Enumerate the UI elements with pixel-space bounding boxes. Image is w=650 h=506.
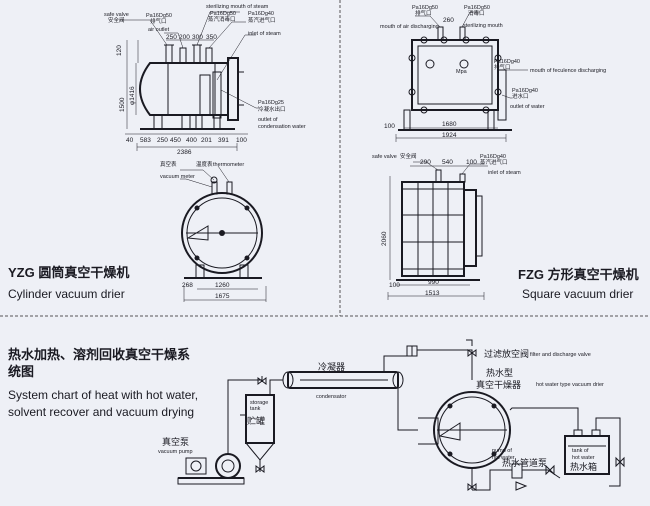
fzg-dim-1924: 1924 bbox=[442, 132, 457, 139]
yzg-dim-250b: 250 bbox=[157, 137, 168, 144]
fzg-label-pa16dg50-1: Pa16Dg50 bbox=[412, 5, 438, 11]
fzg-title-cn: FZG 方形真空干燥机 bbox=[518, 267, 639, 282]
yzg-label-inlet-steam: inlet of steam bbox=[248, 31, 281, 37]
fzg-dim-100b: 100 bbox=[466, 159, 477, 166]
fzg-dim-1680: 1680 bbox=[442, 121, 457, 128]
yzg-label-thermometer-cn: 温度表 bbox=[196, 160, 213, 168]
yzg-label-steam-sterilizing-cn: 蒸汽消毒口 bbox=[208, 15, 236, 23]
yzg-label-steam-inlet-cn: 蒸汽进气口 bbox=[248, 16, 276, 24]
fzg-label-pa16dg50-2: Pa16Dg50 bbox=[464, 5, 490, 11]
yzg-label-pa16dg50-2: Pa16Dg50 bbox=[210, 11, 236, 17]
system-label-pump-hot-water-en2: hot water bbox=[492, 455, 515, 461]
yzg-dim-583: 583 bbox=[140, 137, 151, 144]
fzg-dim-540: 540 bbox=[442, 159, 453, 166]
yzg-title-cn: YZG 圆筒真空干燥机 bbox=[8, 265, 130, 280]
yzg-label-vacuum-gauge-cn: 真空表 bbox=[160, 160, 177, 168]
fzg-label-inlet-steam: inlet of steam bbox=[488, 170, 521, 176]
fzg-dim-100: 100 bbox=[384, 123, 395, 130]
yzg-label-condensation-water: condensation water bbox=[258, 124, 306, 130]
fzg-dim-100c: 100 bbox=[389, 282, 400, 289]
fzg-label-mouth-air: mouth of air discharging bbox=[380, 24, 439, 30]
fzg-label-sterilizing-mouth: sterilizing mouth bbox=[463, 23, 503, 29]
system-schematic bbox=[177, 339, 625, 491]
yzg-dim-300: 300 bbox=[192, 34, 203, 41]
fzg-label-discharging-cn: 排气口 bbox=[494, 63, 511, 71]
system-label-storage-cn: 贮罐 bbox=[247, 415, 265, 427]
fzg-label-steam-inlet-cn: 蒸汽进气口 bbox=[480, 158, 508, 166]
fzg-label-drain-cn: 进水口 bbox=[512, 92, 529, 100]
fzg-label-safe-valve-cn: 安全阀 bbox=[400, 152, 417, 160]
yzg-dim-450: 450 bbox=[170, 137, 181, 144]
fzg-label-pa16dg40c: Pa16Dg40 bbox=[480, 154, 506, 160]
system-label-tank-hot-water-en1: tank of bbox=[572, 448, 589, 454]
yzg-dim-2386: 2386 bbox=[177, 149, 192, 156]
system-label-filter-valve-en: filter and discharge valve bbox=[530, 352, 591, 358]
fzg-label-sterilizing-cn: 消毒口 bbox=[468, 9, 485, 17]
yzg-label-vacuum-meter: vacuum meter bbox=[160, 174, 195, 180]
fzg-label-pa16dg40b: Pa16Dg40 bbox=[512, 88, 538, 94]
yzg-label-thermometer: thermometer bbox=[213, 162, 244, 168]
yzg-dim-100: 100 bbox=[236, 137, 247, 144]
yzg-label-condensate-cn: 冷凝水出口 bbox=[258, 105, 286, 113]
system-label-storage-en2: tank bbox=[250, 406, 261, 412]
system-label-condenser-cn: 冷凝器 bbox=[318, 361, 345, 373]
fzg-label-mouth-feculence: mouth of feculence discharging bbox=[530, 68, 606, 74]
system-label-pump-hot-water-en1: pump of bbox=[492, 448, 512, 454]
fzg-label-outlet-water: outlet of water bbox=[510, 104, 545, 110]
yzg-dim-268: 268 bbox=[182, 282, 193, 289]
yzg-end-view bbox=[180, 165, 267, 302]
yzg-label-outlet-of: outlet of bbox=[258, 117, 278, 123]
yzg-label-safe-valve-cn: 安全阀 bbox=[108, 16, 125, 24]
yzg-dim-350: 350 bbox=[206, 34, 217, 41]
system-label-vacuum-pump-cn: 真空泵 bbox=[162, 436, 189, 448]
fzg-dim-260: 260 bbox=[443, 17, 454, 24]
fzg-dim-1513: 1513 bbox=[425, 290, 440, 297]
yzg-dim-1500: 1500 bbox=[119, 97, 126, 112]
yzg-dim-120: 120 bbox=[116, 45, 123, 56]
system-label-storage-en1: storage bbox=[250, 400, 268, 406]
fzg-side-view bbox=[387, 161, 488, 300]
yzg-label-pa16dg25: Pa16Dg25 bbox=[258, 100, 284, 106]
fzg-label-pa16dg40: Pa16Dg40 bbox=[494, 59, 520, 65]
fzg-label-exhaust-cn: 排气口 bbox=[415, 9, 432, 17]
yzg-dim-200: 200 bbox=[179, 34, 190, 41]
fzg-label-mpa: Mpa bbox=[456, 69, 468, 75]
fzg-dim-990: 990 bbox=[428, 279, 439, 286]
yzg-side-view bbox=[120, 11, 260, 151]
system-label-vacuum-dryer-cn: 真空干燥器 bbox=[476, 379, 521, 391]
fzg-front-view bbox=[395, 11, 528, 142]
yzg-label-air-outlet: air outlet bbox=[148, 27, 170, 33]
yzg-label-pa16dg50-1: Pa16Dg50 bbox=[146, 13, 172, 19]
yzg-label-pa16dg40: Pa16Dg40 bbox=[248, 11, 274, 17]
yzg-dim-40: 40 bbox=[126, 137, 134, 144]
fzg-dim-2060: 2060 bbox=[381, 231, 388, 246]
yzg-dim-1260: 1260 bbox=[215, 282, 230, 289]
fzg-dim-290: 290 bbox=[420, 159, 431, 166]
system-label-tank-hot-water-en2: hot water bbox=[572, 455, 595, 461]
yzg-label-safe-valve: safe valve bbox=[104, 12, 129, 18]
system-label-filter-valve-cn: 过滤放空阀 bbox=[484, 348, 529, 360]
system-label-condenser-en: condensator bbox=[316, 394, 346, 400]
system-label-vacuum-pump-en: vacuum pump bbox=[158, 449, 193, 455]
yzg-label-sterilizing: sterilizing mouth of steam bbox=[206, 4, 269, 10]
yzg-dim-400: 400 bbox=[186, 137, 197, 144]
system-label-hot-water-tank-cn: 热水箱 bbox=[570, 461, 597, 473]
yzg-dim-1416: φ1416 bbox=[129, 86, 136, 105]
yzg-dim-250: 250 bbox=[166, 34, 177, 41]
system-label-pump-hot-water-cn: 热水管道泵 bbox=[502, 457, 547, 469]
yzg-dim-391: 391 bbox=[218, 137, 229, 144]
yzg-label-exhaust-cn: 排气口 bbox=[150, 17, 167, 25]
system-title-cn: 热水加热、溶剂回收真空干燥系统图 bbox=[8, 347, 191, 379]
fzg-label-safe-valve: safe valve bbox=[372, 154, 397, 160]
system-label-hot-water-type-cn: 热水型 bbox=[486, 367, 513, 379]
yzg-dim-1675: 1675 bbox=[215, 293, 230, 300]
yzg-title-en: Cylinder vacuum drier bbox=[8, 287, 125, 301]
system-label-hot-water-dryer-en: hot water type vacuum drier bbox=[536, 382, 604, 388]
yzg-dim-201: 201 bbox=[201, 137, 212, 144]
fzg-title-en: Square vacuum drier bbox=[522, 287, 634, 301]
system-title-en: System chart of heat with hot water, sol… bbox=[8, 388, 199, 419]
